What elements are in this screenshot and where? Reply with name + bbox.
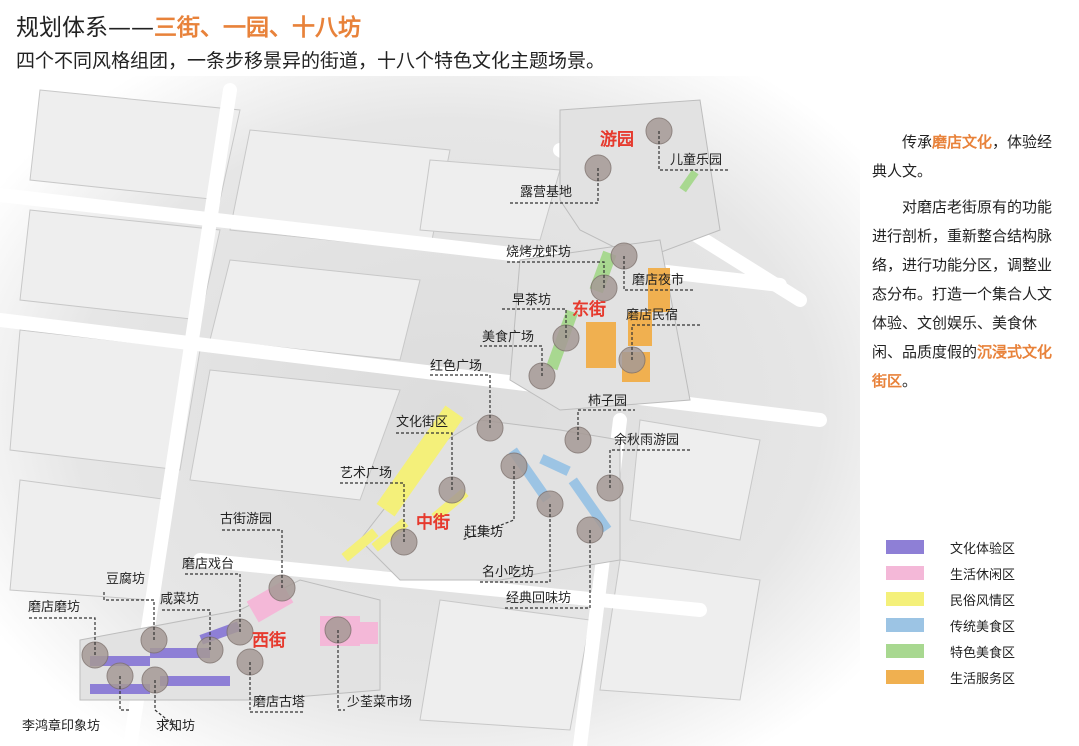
district-labels: 游园 东街 中街 西街	[252, 129, 634, 651]
legend-item: 生活休闲区	[886, 564, 1056, 583]
legend-label: 文化体验区	[950, 542, 1016, 557]
desc-p2-line1: 对磨店老街原有的	[902, 198, 1023, 216]
label-snacks: 名小吃坊	[482, 564, 534, 580]
district-label-park: 游园	[600, 129, 634, 150]
legend-swatch	[886, 670, 924, 684]
description-p2: 对磨店老街原有的功能进行剖析，重新整合结构脉络，进行功能分区，调整业态分布。打造…	[872, 193, 1062, 396]
label-lihongzhang: 李鸿章印象坊	[22, 718, 100, 734]
legend-label: 生活服务区	[950, 672, 1016, 687]
master-plan-map: 游园 东街 中街 西街 儿童乐园 露营基地 烧烤龙虾坊 磨店夜市 早茶坊 磨店民…	[0, 76, 860, 746]
label-pagoda: 磨店古塔	[253, 695, 305, 710]
legend-item: 特色美食区	[886, 642, 1056, 661]
page-subtitle: 四个不同风格组团，一条步移景异的街道，十八个特色文化主题场景。	[16, 50, 606, 72]
city-blocks	[9, 89, 761, 731]
label-art-square: 艺术广场	[340, 466, 392, 481]
label-homestay: 磨店民宿	[626, 307, 678, 323]
legend-item: 生活服务区	[886, 668, 1056, 687]
legend-item: 文化体验区	[886, 538, 1056, 557]
legend-label: 民俗风情区	[950, 594, 1016, 609]
label-opera: 磨店戏台	[182, 557, 234, 572]
legend-item: 传统美食区	[886, 616, 1056, 635]
place-labels: 儿童乐园 露营基地 烧烤龙虾坊 磨店夜市 早茶坊 磨店民宿 美食广场 红色广场 …	[22, 152, 722, 734]
label-night-market: 磨店夜市	[632, 272, 684, 288]
label-market: 赶集坊	[464, 524, 503, 540]
label-classic-taste: 经典回味坊	[506, 591, 571, 606]
district-label-middle: 中街	[416, 512, 450, 533]
description-p1: 传承磨店文化，体验经典人文。	[872, 128, 1062, 186]
label-qiuzhi: 求知坊	[156, 718, 195, 734]
legend-swatch	[886, 618, 924, 632]
desc-p2-highlight: 沉浸式文化街区	[872, 343, 1053, 390]
legend-label: 生活休闲区	[950, 568, 1016, 583]
label-tofu: 豆腐坊	[106, 572, 145, 587]
label-red-square: 红色广场	[430, 358, 482, 374]
label-culture-block: 文化街区	[396, 415, 448, 430]
label-pickles: 咸菜坊	[160, 592, 199, 607]
legend-item: 民俗风情区	[886, 590, 1056, 609]
legend-swatch	[886, 592, 924, 606]
desc-p1-highlight: 磨店文化	[932, 133, 993, 151]
label-camping: 露营基地	[520, 185, 572, 200]
desc-p2-rest: 功能进行剖析，重新整合结构脉络，进行功能分区，调整业态分布。打造一个集合人文体验…	[872, 198, 1053, 361]
desc-p1-indent: 传承	[902, 133, 933, 151]
legend-label: 特色美食区	[950, 646, 1016, 661]
district-label-east: 东街	[572, 299, 606, 320]
legend-swatch	[886, 566, 924, 580]
legend-swatch	[886, 540, 924, 554]
district-label-west: 西街	[252, 630, 286, 651]
legend-swatch	[886, 644, 924, 658]
desc-p2-end: 。	[902, 372, 918, 390]
page-title: 规划体系——三街、一园、十八坊	[16, 8, 361, 42]
label-old-street-park: 古街游园	[220, 512, 272, 527]
label-food-square: 美食广场	[482, 329, 534, 345]
label-tea: 早茶坊	[512, 292, 551, 308]
label-persimmon: 柿子园	[588, 393, 627, 409]
label-children: 儿童乐园	[670, 152, 722, 168]
label-bbq: 烧烤龙虾坊	[506, 245, 571, 260]
label-yuqiuyu: 余秋雨游园	[614, 432, 679, 448]
title-highlight: 三街、一园、十八坊	[154, 15, 361, 41]
leader-lines	[28, 131, 730, 731]
desc-p1-rest: ，体验经典人文。	[872, 133, 1053, 180]
label-vegetable-market: 少荃菜市场	[347, 694, 412, 710]
legend-label: 传统美食区	[950, 620, 1016, 635]
title-prefix: 规划体系——	[16, 15, 154, 41]
label-mill: 磨店磨坊	[28, 600, 80, 615]
